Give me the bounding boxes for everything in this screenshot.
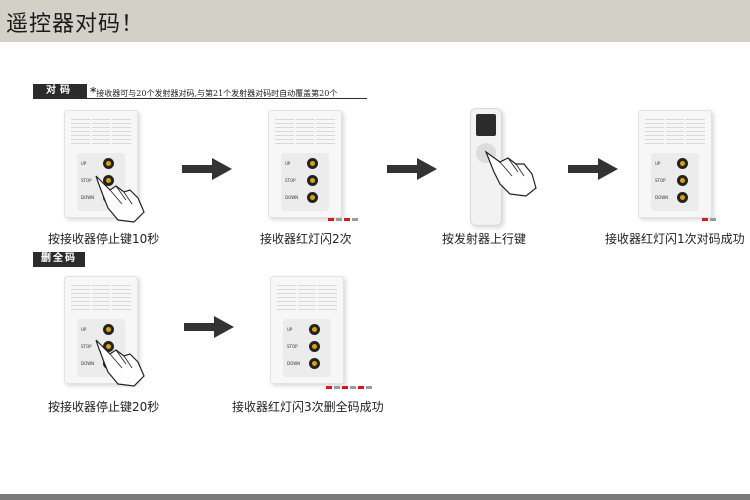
- up-button[interactable]: [309, 324, 320, 335]
- up-button[interactable]: [307, 158, 318, 169]
- receiver-device: UP STOP DOWN: [268, 110, 342, 218]
- page-footer: [0, 494, 750, 500]
- receiver-vents: [71, 285, 131, 311]
- stop-button[interactable]: [307, 175, 318, 186]
- up-button[interactable]: [103, 324, 114, 335]
- pair-note-text: 接收器可与20个发射器对码,与第21个发射器对码时自动覆盖第20个: [96, 89, 338, 98]
- pair-section-underline: [33, 98, 367, 99]
- clear-section-underline: [33, 266, 85, 267]
- note-star-icon: *: [90, 85, 97, 99]
- clear-step-caption-1: 按接收器停止键20秒: [48, 400, 160, 414]
- up-label: UP: [81, 327, 87, 332]
- stop-label: STOP: [287, 344, 298, 349]
- pair-section-tag: 对码: [33, 84, 87, 98]
- up-button[interactable]: [103, 158, 114, 169]
- down-button[interactable]: [309, 358, 320, 369]
- arrow-right-icon: [184, 316, 234, 338]
- down-label: DOWN: [81, 361, 95, 366]
- page-header: 遥控器对码！: [0, 0, 750, 42]
- clear-section-tag: 删全码: [33, 252, 85, 266]
- stop-button[interactable]: [103, 175, 114, 186]
- stop-button[interactable]: [309, 341, 320, 352]
- receiver-vents: [71, 119, 131, 145]
- remote-display: [476, 114, 496, 136]
- receiver-vents: [275, 119, 335, 145]
- stop-button[interactable]: [103, 341, 114, 352]
- receiver-button-panel: UP STOP DOWN: [283, 319, 331, 377]
- pair-section-note: *接收器可与20个发射器对码,与第21个发射器对码时自动覆盖第20个: [90, 85, 337, 99]
- arrow-right-icon: [568, 158, 618, 180]
- up-label: UP: [655, 161, 661, 166]
- hand-pointer-icon: [484, 150, 537, 197]
- clear-step-caption-2: 接收器红灯闪3次删全码成功: [232, 400, 384, 414]
- step-caption-2: 接收器红灯闪2次: [260, 232, 352, 246]
- down-label: DOWN: [655, 195, 669, 200]
- step-caption-4: 接收器红灯闪1次对码成功: [605, 232, 745, 246]
- stop-label: STOP: [285, 178, 296, 183]
- receiver-device: UP STOP DOWN: [638, 110, 712, 218]
- up-button[interactable]: [677, 158, 688, 169]
- receiver-device: UP STOP DOWN: [270, 276, 344, 384]
- up-label: UP: [81, 161, 87, 166]
- hand-pointer-icon: [95, 339, 145, 387]
- down-label: DOWN: [287, 361, 301, 366]
- stop-label: STOP: [81, 344, 92, 349]
- receiver-vents: [277, 285, 337, 311]
- down-button[interactable]: [677, 192, 688, 203]
- down-button[interactable]: [307, 192, 318, 203]
- step-caption-3: 按发射器上行键: [442, 232, 527, 246]
- down-label: DOWN: [81, 195, 95, 200]
- stop-label: STOP: [655, 178, 666, 183]
- arrow-right-icon: [182, 158, 232, 180]
- up-label: UP: [287, 327, 293, 332]
- step-caption-1: 按接收器停止键10秒: [48, 232, 160, 246]
- led-wire: [702, 206, 718, 221]
- receiver-button-panel: UP STOP DOWN: [281, 153, 329, 211]
- stop-button[interactable]: [677, 175, 688, 186]
- led-wire: [326, 374, 374, 389]
- down-label: DOWN: [285, 195, 299, 200]
- up-label: UP: [285, 161, 291, 166]
- led-wire: [328, 206, 360, 221]
- hand-pointer-icon: [95, 175, 145, 223]
- page-title: 遥控器对码！: [6, 12, 145, 37]
- receiver-button-panel: UP STOP DOWN: [651, 153, 699, 211]
- receiver-vents: [645, 119, 705, 145]
- arrow-right-icon: [387, 158, 437, 180]
- stop-label: STOP: [81, 178, 92, 183]
